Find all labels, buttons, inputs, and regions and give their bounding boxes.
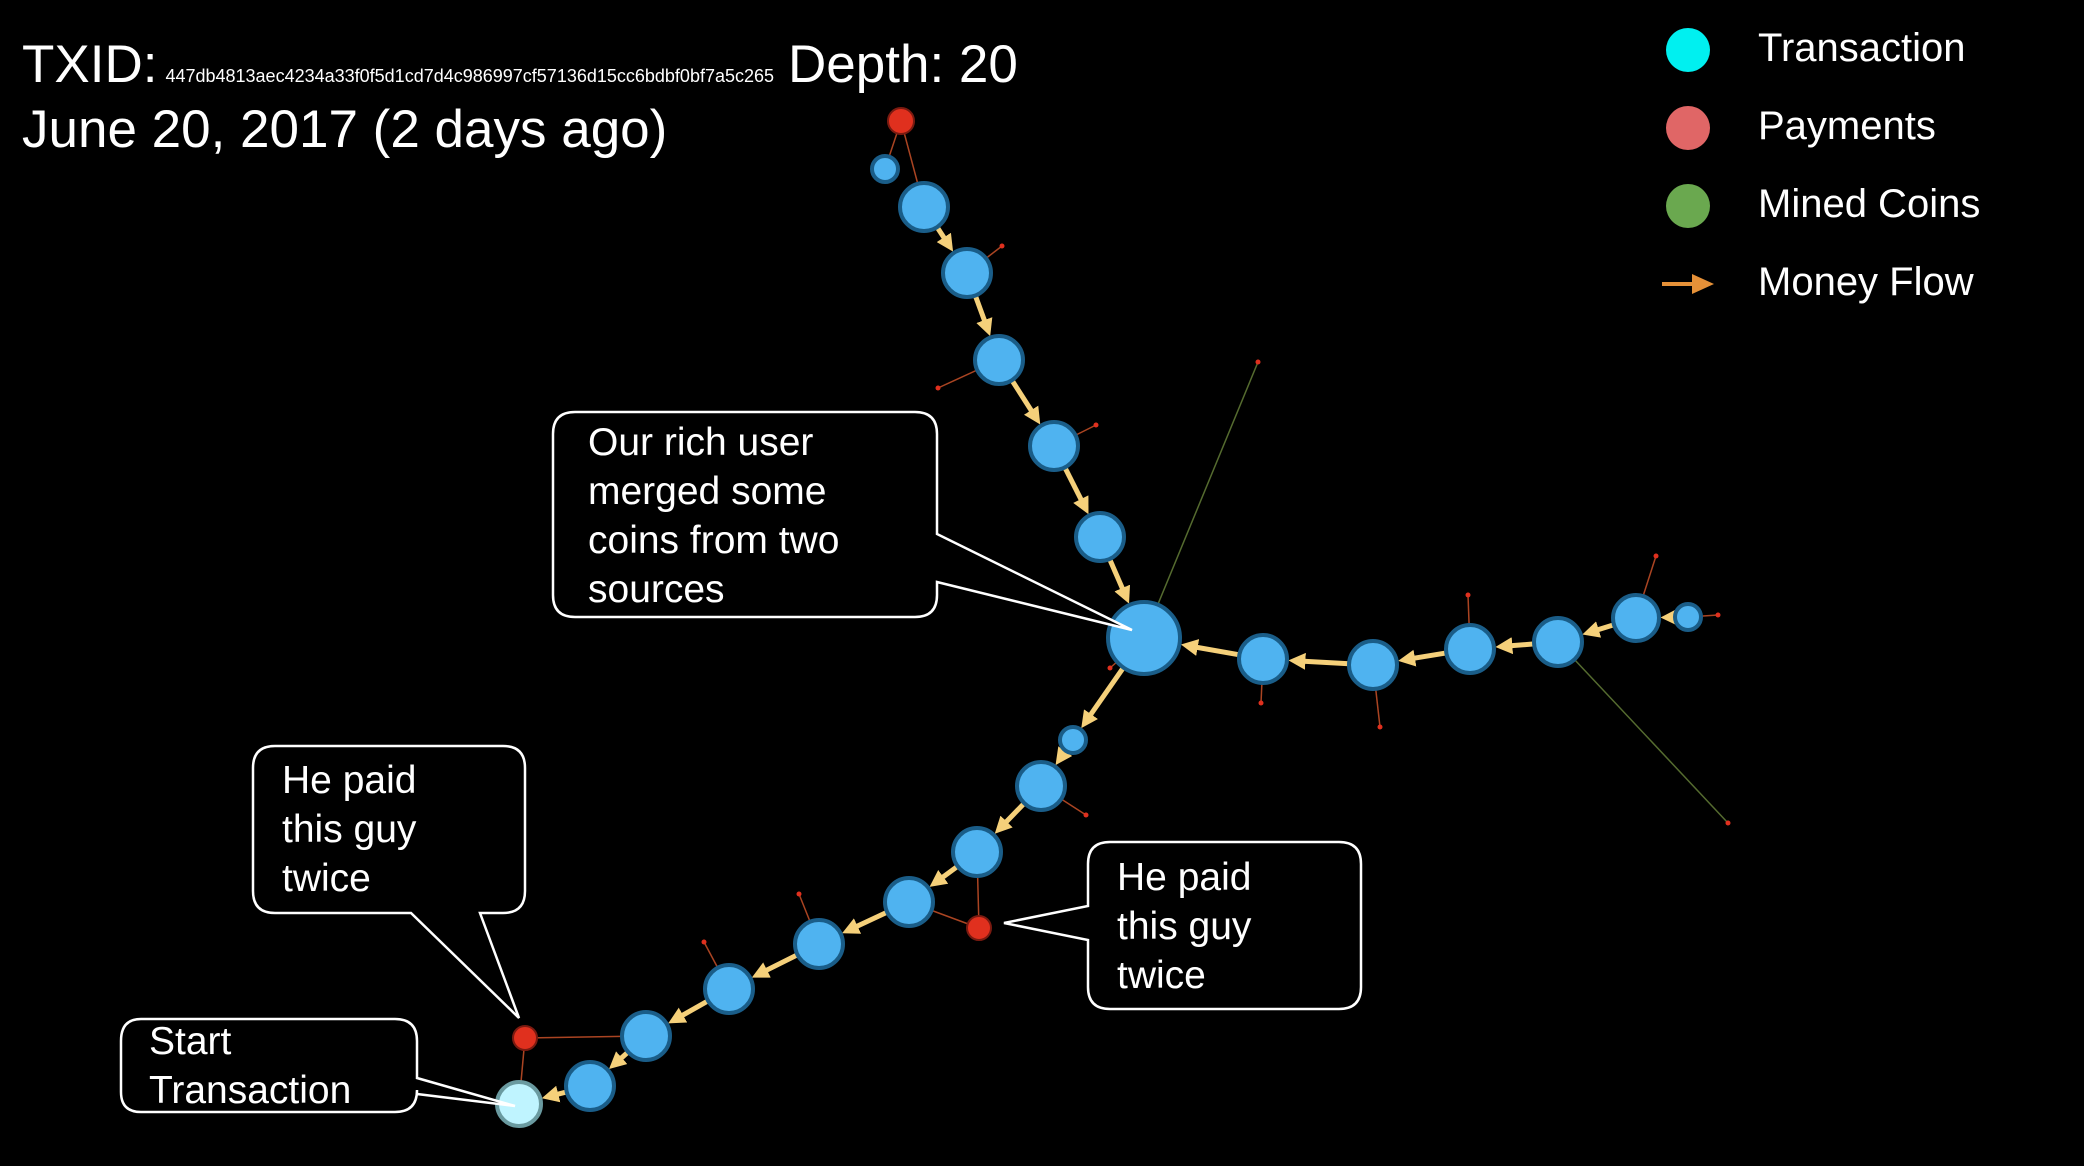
transaction-node	[564, 1060, 616, 1112]
payment-edge-endpoint	[1653, 553, 1659, 559]
payment-node	[966, 915, 992, 941]
transaction-node	[883, 876, 935, 928]
txid-value: 447db4813aec4234a33f0f5d1cd7d4c986997cf5…	[165, 66, 775, 86]
transaction-node	[1237, 633, 1289, 685]
callout-paid-left-bubble	[251, 744, 527, 1019]
payment-edge-endpoint	[1093, 422, 1099, 428]
payment-edge-endpoint	[701, 939, 707, 945]
money-flow-arrow	[1495, 637, 1535, 655]
money-flow-arrow	[668, 998, 710, 1024]
payment-node	[887, 107, 915, 135]
callout-paid-left-text: He paid this guy twice	[282, 759, 417, 900]
money-flow-arrow	[929, 864, 960, 887]
money-flow-arrow	[1582, 621, 1615, 638]
header: TXID: 447db4813aec4234a33f0f5d1cd7d4c9869…	[22, 38, 1018, 156]
transaction-node	[793, 918, 845, 970]
payment-edge-endpoint	[1465, 592, 1471, 598]
money-flow-arrow	[541, 1085, 568, 1103]
callout-paid-right-bubble	[1003, 840, 1363, 1011]
transaction-node	[1673, 602, 1703, 632]
transaction-node	[1106, 600, 1182, 676]
payment-edge-endpoint	[1255, 359, 1261, 365]
legend-label: Mined Coins	[1758, 182, 1981, 226]
money-flow-arrow	[972, 294, 993, 337]
transaction-node	[898, 181, 950, 233]
transaction-node	[703, 963, 755, 1015]
transaction-node	[1347, 639, 1399, 691]
payment-edge-endpoint	[1083, 812, 1089, 818]
transaction-node	[620, 1010, 672, 1062]
money-flow-arrow	[994, 801, 1027, 834]
transaction-node	[1058, 725, 1088, 755]
txid-label: TXID:	[22, 35, 158, 94]
money-flow-arrow	[1107, 558, 1131, 604]
money-flow-arrow	[1062, 466, 1089, 515]
legend-label: Transaction	[1758, 26, 1966, 70]
callout-paid-right-text: He paid this guy twice	[1117, 856, 1252, 997]
callout-merge-bubble	[551, 410, 1133, 632]
payment-edge-endpoint	[1715, 612, 1721, 618]
money-flow-arrow	[1288, 652, 1350, 670]
payment-edge-endpoint	[1258, 700, 1264, 706]
transaction-node	[1444, 623, 1496, 675]
graph-nodes	[495, 107, 1703, 1128]
money-flow-arrow-icon	[1662, 274, 1714, 294]
payment-edge-endpoint	[1725, 820, 1731, 826]
callout-merge-text: Our rich user merged some coins from two…	[588, 421, 840, 611]
transaction-node	[951, 826, 1003, 878]
payment-edge-endpoint	[1107, 665, 1113, 671]
callout-start-text: Start Transaction	[149, 1020, 352, 1112]
transaction-node	[1015, 760, 1067, 812]
transaction-node	[1028, 420, 1080, 472]
transaction-node	[941, 247, 993, 299]
payment-dot-icon	[1666, 106, 1710, 150]
payment-edge	[1557, 641, 1729, 824]
depth-label: Depth: 20	[788, 35, 1018, 94]
txid-line: TXID: 447db4813aec4234a33f0f5d1cd7d4c9869…	[22, 38, 1018, 91]
money-flow-arrow	[609, 1050, 630, 1070]
mined-coins-dot-icon	[1666, 184, 1710, 228]
payment-edge-endpoint	[999, 243, 1005, 249]
payment-edge-endpoint	[1377, 724, 1383, 730]
transaction-node	[870, 154, 900, 184]
transaction-dot-icon	[1666, 28, 1710, 72]
callout-start-bubble	[119, 1017, 516, 1114]
transaction-node	[973, 334, 1025, 386]
transaction-node	[1074, 511, 1126, 563]
payment-node	[512, 1025, 538, 1051]
money-flow-arrow	[1180, 639, 1240, 658]
payment-edge	[1143, 361, 1259, 639]
transaction-node	[1532, 616, 1584, 668]
callout-shapes	[119, 410, 1363, 1114]
date-label: June 20, 2017 (2 days ago)	[22, 100, 668, 159]
legend-label: Payments	[1758, 104, 1936, 148]
transaction-node	[1611, 593, 1661, 643]
money-flow-arrow	[842, 909, 889, 934]
money-flow-arrow	[751, 952, 799, 978]
money-flow-arrow	[1009, 378, 1041, 425]
payment-edge-endpoint	[935, 385, 941, 391]
money-flow-arrow	[1398, 649, 1447, 667]
payment-edge-endpoint	[796, 891, 802, 897]
legend-label: Money Flow	[1758, 260, 1974, 304]
money-flow-edges	[541, 225, 1678, 1103]
money-flow-arrow	[1081, 666, 1126, 729]
money-flow-arrow	[935, 225, 954, 252]
